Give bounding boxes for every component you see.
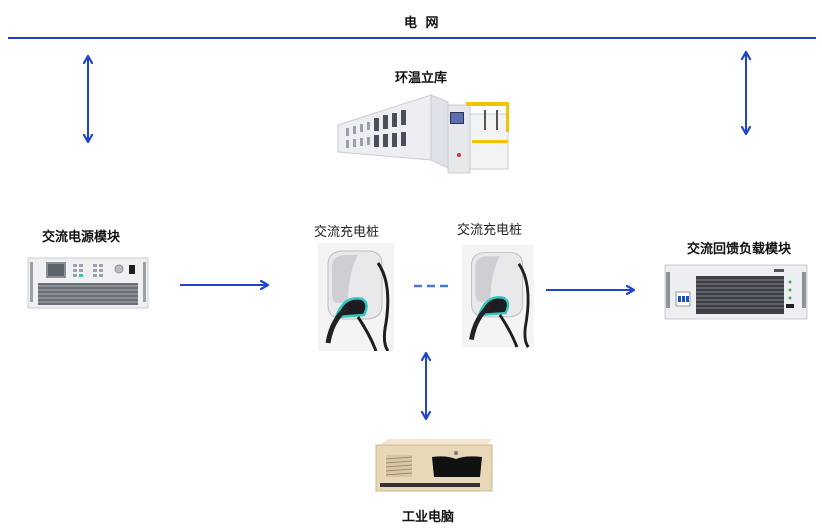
chamber-label: 环温立库 bbox=[395, 71, 448, 86]
charger-1-label: 交流充电桩 bbox=[314, 225, 380, 240]
environmental-chamber-icon bbox=[337, 94, 509, 174]
ipc-label: 工业电脑 bbox=[402, 510, 455, 525]
industrial-computer-icon bbox=[375, 439, 493, 492]
charger-1-icon bbox=[318, 243, 394, 351]
ac-power-source-icon bbox=[27, 257, 149, 309]
grid-label: 电 网 bbox=[404, 16, 441, 31]
ac-source-label: 交流电源模块 bbox=[42, 230, 121, 245]
charger-2-icon bbox=[462, 244, 534, 349]
ac-load-label: 交流回馈负载模块 bbox=[687, 242, 792, 257]
charger-2-label: 交流充电桩 bbox=[457, 223, 523, 238]
ac-load-rack-icon bbox=[664, 264, 808, 320]
